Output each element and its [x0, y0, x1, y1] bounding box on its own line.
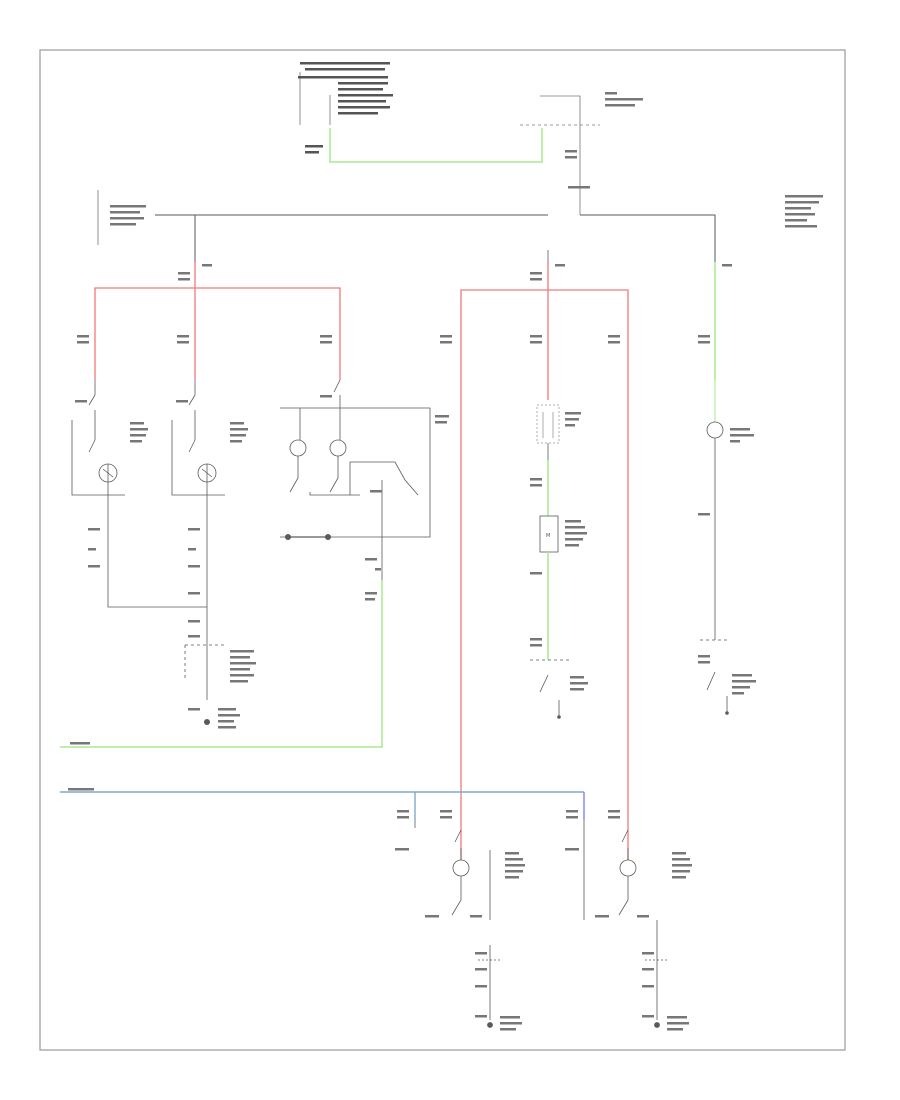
dome-map-lamp-assembly — [280, 379, 431, 580]
left-connectors — [77, 264, 332, 344]
right-rear-courtesy-lamp — [583, 820, 667, 1028]
wire-green-top — [329, 128, 543, 163]
right-front-interior-lamp — [171, 380, 225, 700]
svg-text:M: M — [546, 533, 550, 539]
left-front-interior-lamp — [71, 380, 125, 600]
ground-left-kick-panel — [204, 719, 210, 725]
wire-green-dome — [60, 580, 383, 748]
trunk-lamp-relay — [536, 404, 560, 444]
top-fuse-connector — [298, 62, 393, 154]
left-ground-circuit — [107, 600, 225, 680]
wire-red-left — [94, 262, 341, 380]
power-distribution-label — [97, 190, 823, 245]
main-power-bus — [155, 214, 716, 262]
fuse-block — [520, 92, 643, 215]
wire-red-center — [460, 262, 629, 860]
left-rear-courtesy-lamp — [414, 820, 500, 1028]
trunk-lamp-circuit: M — [530, 443, 570, 719]
glove-box-lamp-circuit — [700, 262, 730, 715]
diagram-frame — [39, 49, 846, 1051]
wire-blue-bus — [60, 791, 585, 820]
dome-lamp-ground-bus — [285, 534, 331, 540]
